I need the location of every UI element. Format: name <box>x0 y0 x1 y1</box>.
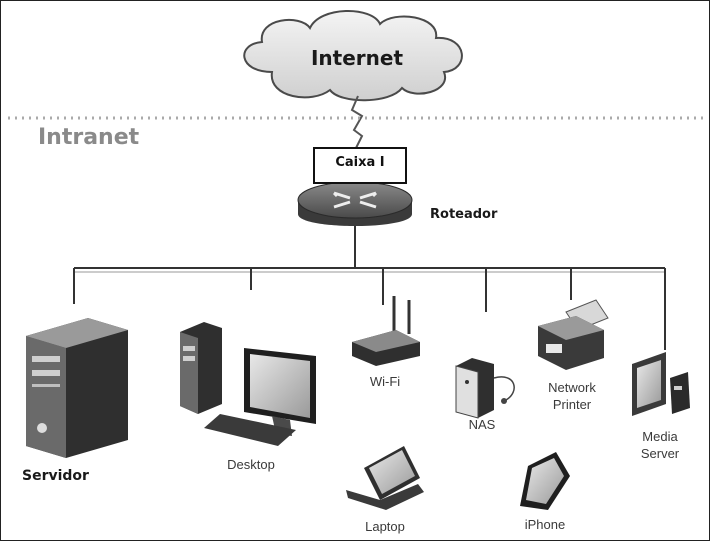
router-icon <box>297 181 413 226</box>
media-label-line2: Server <box>640 446 680 461</box>
iphone-icon <box>520 452 570 510</box>
iphone-label: iPhone <box>524 517 566 532</box>
desktop-label: Desktop <box>227 457 275 472</box>
printer-label-line2: Printer <box>552 397 592 412</box>
servidor-label: Servidor <box>22 468 89 484</box>
server-icon <box>26 318 128 458</box>
internet-label: Internet <box>310 46 404 70</box>
printer-label-line1: Network <box>548 380 596 395</box>
wan-link-icon <box>350 95 364 149</box>
wifi-access-point-icon <box>352 296 420 366</box>
caixa-box <box>313 147 407 184</box>
laptop-label: Laptop <box>365 519 405 534</box>
media-server-icon <box>632 352 690 416</box>
lan-drops <box>73 268 666 350</box>
media-label-line1: Media <box>642 429 678 444</box>
caixa-label: Caixa I <box>335 155 385 170</box>
internet-cloud-icon <box>243 10 463 102</box>
intranet-label: Intranet <box>38 125 140 150</box>
router-label: Roteador <box>430 207 498 222</box>
laptop-icon <box>346 446 424 510</box>
printer-icon <box>538 299 609 370</box>
wifi-label: Wi-Fi <box>369 374 401 389</box>
nas-icon <box>455 358 515 419</box>
nas-label: NAS <box>468 417 496 432</box>
desktop-icon <box>180 322 316 446</box>
